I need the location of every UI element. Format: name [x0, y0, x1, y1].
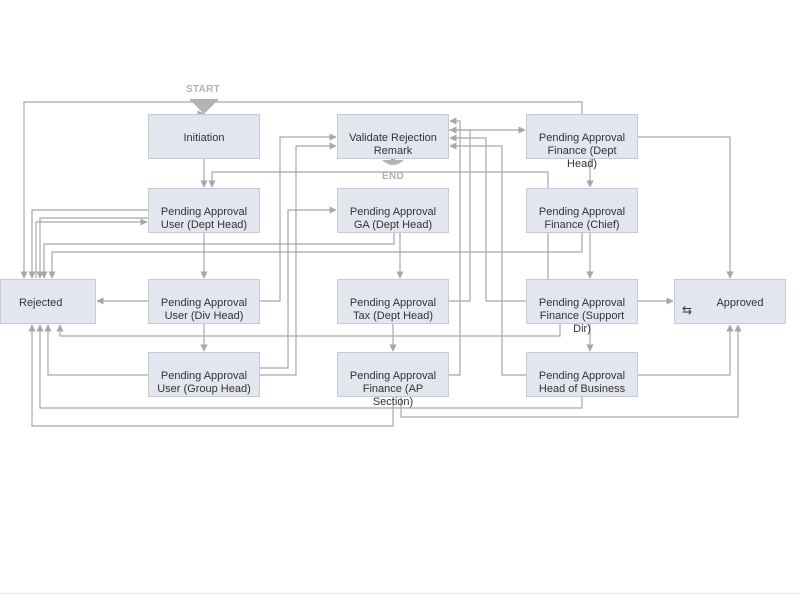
node-initiation[interactable]: Initiation: [148, 114, 260, 159]
connector-edge: [35, 218, 148, 278]
node-label: Pending Approval User (Div Head): [160, 297, 248, 322]
connector-edge: [449, 117, 461, 376]
connector-edge: [400, 324, 742, 418]
connector-edge: [44, 324, 148, 376]
connector-edge: [638, 324, 734, 376]
end-label: END: [382, 171, 405, 182]
connector-edge: [449, 142, 526, 376]
connector-edge: [260, 133, 337, 302]
node-label: Rejected: [19, 297, 63, 309]
node-label: Initiation: [183, 132, 225, 144]
connector-edge: [56, 324, 561, 337]
node-label: Pending Approval Head of Business: [538, 370, 626, 395]
node-label: Pending Approval User (Group Head): [157, 370, 251, 395]
node-approved[interactable]: Approved ⇆: [674, 279, 786, 324]
node-user-div-head[interactable]: Pending Approval User (Div Head): [148, 279, 260, 324]
start-label: START: [186, 84, 221, 95]
node-finance-ap-section[interactable]: Pending Approval Finance (AP Section): [337, 352, 449, 408]
node-label: Pending Approval Finance (Dept Head): [538, 132, 626, 170]
connector-edge: [28, 324, 394, 427]
node-user-dept-head[interactable]: Pending Approval User (Dept Head): [148, 188, 260, 233]
node-user-group-head[interactable]: Pending Approval User (Group Head): [148, 352, 260, 397]
connector-edge: [40, 233, 395, 279]
connector-edge: [20, 101, 583, 279]
node-finance-support-dir[interactable]: Pending Approval Finance (Support Dir): [526, 279, 638, 335]
node-label: Pending Approval Finance (AP Section): [349, 370, 437, 408]
node-label: Pending Approval User (Dept Head): [160, 206, 248, 231]
divider: [0, 593, 800, 594]
node-ga-dept-head[interactable]: Pending Approval GA (Dept Head): [337, 188, 449, 233]
node-label: Pending Approval Tax (Dept Head): [349, 297, 437, 322]
connector-edge: [28, 209, 148, 279]
node-label: Pending Approval Finance (Support Dir): [538, 297, 626, 335]
cycle-icon: ⇆: [682, 303, 693, 317]
end-marker: [382, 160, 404, 165]
connector-edge: [260, 142, 337, 376]
connector-edge: [36, 217, 148, 279]
connector-edge: [48, 233, 583, 279]
connector-edge: [260, 206, 337, 369]
node-label: Approved: [716, 297, 764, 309]
start-marker: [189, 99, 219, 114]
node-rejected[interactable]: Rejected: [0, 279, 96, 324]
node-label: Pending Approval Finance (Chief): [538, 206, 626, 231]
node-label: Pending Approval GA (Dept Head): [349, 206, 437, 231]
connector-edge: [638, 136, 734, 279]
node-finance-chief[interactable]: Pending Approval Finance (Chief): [526, 188, 638, 233]
node-label: Validate Rejection Remark: [349, 132, 437, 157]
node-tax-dept-head[interactable]: Pending Approval Tax (Dept Head): [337, 279, 449, 324]
node-validate-rejection-remark[interactable]: Validate Rejection Remark: [337, 114, 449, 159]
node-head-of-business[interactable]: Pending Approval Head of Business: [526, 352, 638, 397]
connector-edge: [449, 134, 526, 302]
connector-edge: [36, 324, 583, 409]
node-finance-dept-head[interactable]: Pending Approval Finance (Dept Head): [526, 114, 638, 170]
